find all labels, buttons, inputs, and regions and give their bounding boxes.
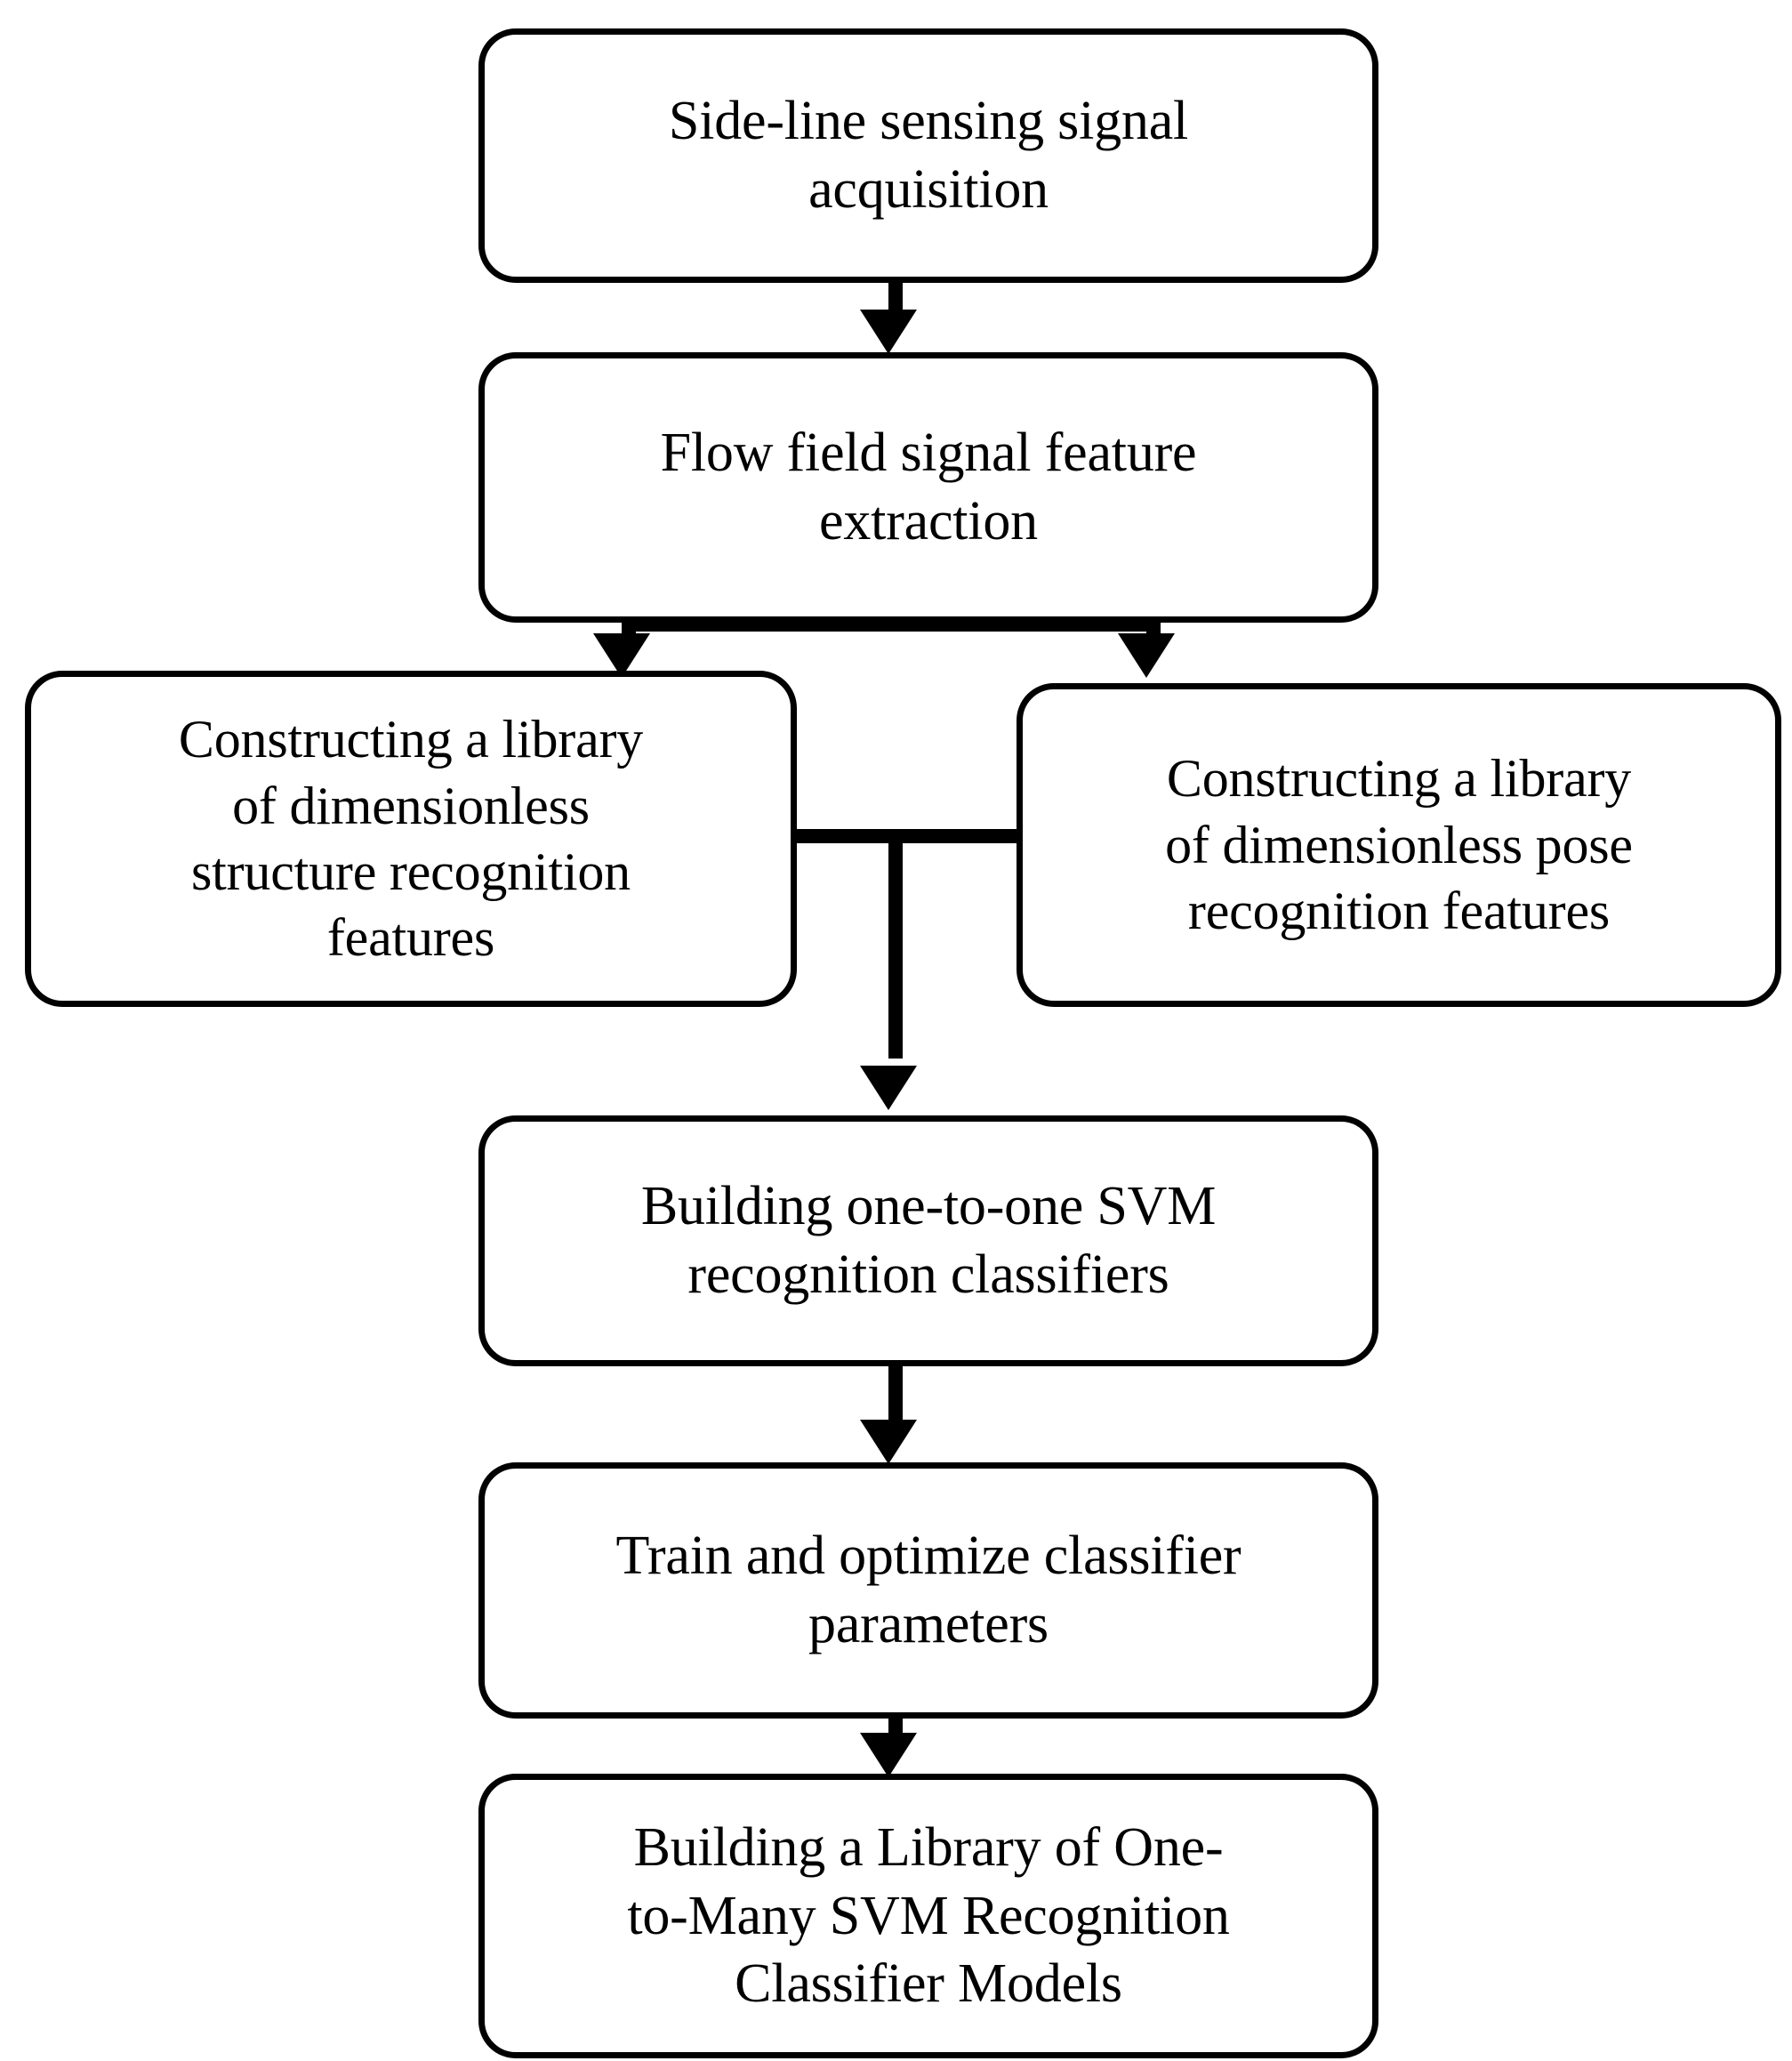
arrow-down-icon-extraction-to-pose-library — [1118, 633, 1175, 678]
node-label: Side-line sensing signal acquisition — [668, 91, 1189, 220]
node-label: Building one-to-one SVM recognition clas… — [640, 1176, 1217, 1305]
arrow-down-icon-libraries-to-svm-build — [860, 1066, 917, 1110]
edge-libraries-to-svm-build-line — [888, 836, 903, 1059]
node-label: Constructing a library of dimensionless … — [1165, 749, 1633, 941]
arrow-down-icon-acquisition-to-extraction — [860, 310, 917, 354]
node-label: Train and optimize classifier parameters — [615, 1526, 1242, 1654]
node-constructing-structure-recognition-feature-library[interactable]: Constructing a library of dimensionless … — [25, 671, 797, 1007]
edge-svm-build-to-train-line — [888, 1366, 903, 1434]
node-label: Constructing a library of dimensionless … — [178, 710, 644, 968]
node-side-line-sensing-signal-acquisition[interactable]: Side-line sensing signal acquisition — [478, 28, 1378, 283]
arrow-down-icon-svm-build-to-train — [860, 1420, 917, 1464]
node-building-one-to-many-svm-classifier-model-library[interactable]: Building a Library of One- to-Many SVM R… — [478, 1774, 1378, 2058]
arrow-down-icon-train-to-one-to-many — [860, 1733, 917, 1777]
node-label: Building a Library of One- to-Many SVM R… — [627, 1816, 1230, 2015]
node-flow-field-signal-feature-extraction[interactable]: Flow field signal feature extraction — [478, 352, 1378, 623]
arrow-down-icon-extraction-to-structure-library — [593, 633, 650, 678]
node-constructing-pose-recognition-feature-library[interactable]: Constructing a library of dimensionless … — [1017, 683, 1781, 1007]
node-train-and-optimize-classifier-parameters[interactable]: Train and optimize classifier parameters — [478, 1462, 1378, 1719]
edge-libraries-merge-bar — [790, 829, 1021, 843]
node-label: Flow field signal feature extraction — [660, 423, 1197, 551]
node-building-one-to-one-svm-classifiers[interactable]: Building one-to-one SVM recognition clas… — [478, 1115, 1378, 1366]
